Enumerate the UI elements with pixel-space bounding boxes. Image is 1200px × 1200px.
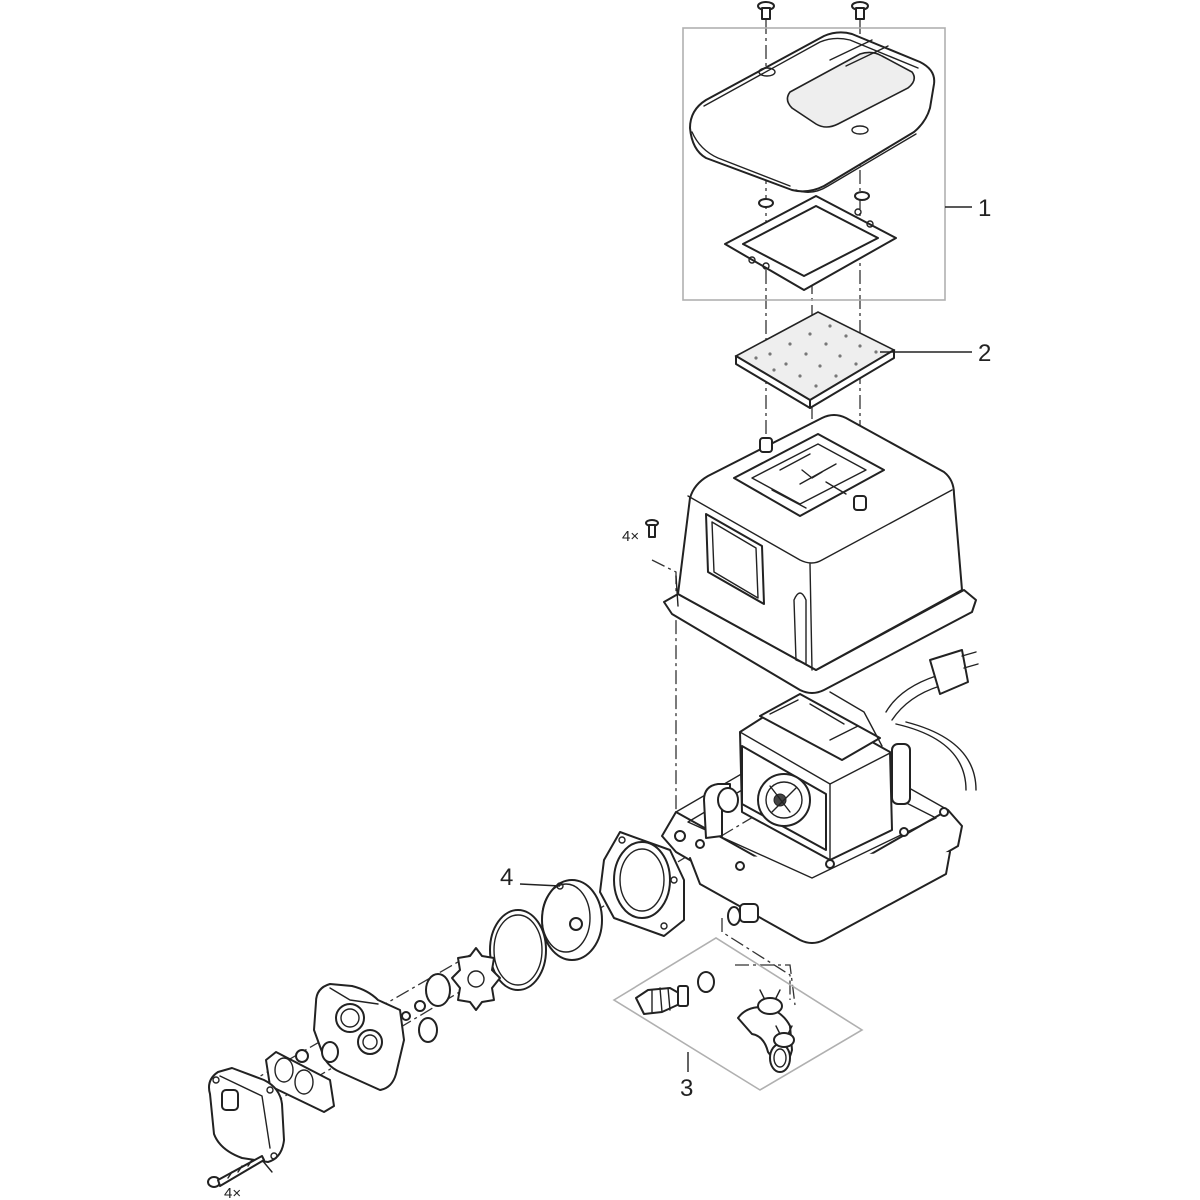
valve-nut <box>401 1011 411 1021</box>
lid-gasket <box>724 195 897 291</box>
washer-left <box>758 198 774 208</box>
housing-post-right <box>853 495 867 511</box>
valve-washer <box>414 1000 426 1012</box>
callout-3: 3 <box>680 1075 693 1102</box>
housing-post-left <box>759 437 773 453</box>
valve-plate <box>418 1017 438 1043</box>
housing-screw <box>645 519 659 538</box>
lid-cover <box>689 31 936 193</box>
base-tray <box>661 736 963 944</box>
filter-texture <box>754 324 878 388</box>
hose-nozzle <box>635 985 689 1015</box>
pump-head-screw <box>207 1155 265 1188</box>
hose-clamp-upper <box>757 989 783 1015</box>
diaphragm <box>541 879 603 961</box>
lid-screw-right <box>851 1 869 20</box>
valve-star-disc <box>451 947 501 1011</box>
hose-clamp-lower <box>773 1025 795 1048</box>
nozzle-seal-ring <box>697 971 715 993</box>
callout-4: 4 <box>500 864 513 891</box>
upper-housing <box>663 414 977 694</box>
quantity-pump-head-screws: 4× <box>224 1185 241 1200</box>
lid-badge-recess <box>786 51 916 128</box>
valve-disc <box>425 973 451 1007</box>
end-cover <box>208 1067 285 1173</box>
leader-line-4 <box>519 883 561 887</box>
power-cord-plug <box>885 649 979 791</box>
quantity-housing-screws: 4× <box>622 528 639 545</box>
callout-2: 2 <box>978 340 991 367</box>
group-box-lid-assembly <box>682 27 946 301</box>
callout-1: 1 <box>978 195 991 222</box>
o-ring <box>489 909 547 991</box>
motor-block <box>739 691 911 861</box>
lid-screw-left <box>757 1 775 20</box>
filter-pad <box>734 311 896 409</box>
housing-window <box>705 513 765 605</box>
elbow-connector <box>703 783 739 839</box>
valve-body <box>295 983 405 1091</box>
motor-gasket-plate <box>599 831 685 937</box>
washer-right <box>854 191 870 201</box>
group-box-connector-kit <box>612 937 864 1091</box>
